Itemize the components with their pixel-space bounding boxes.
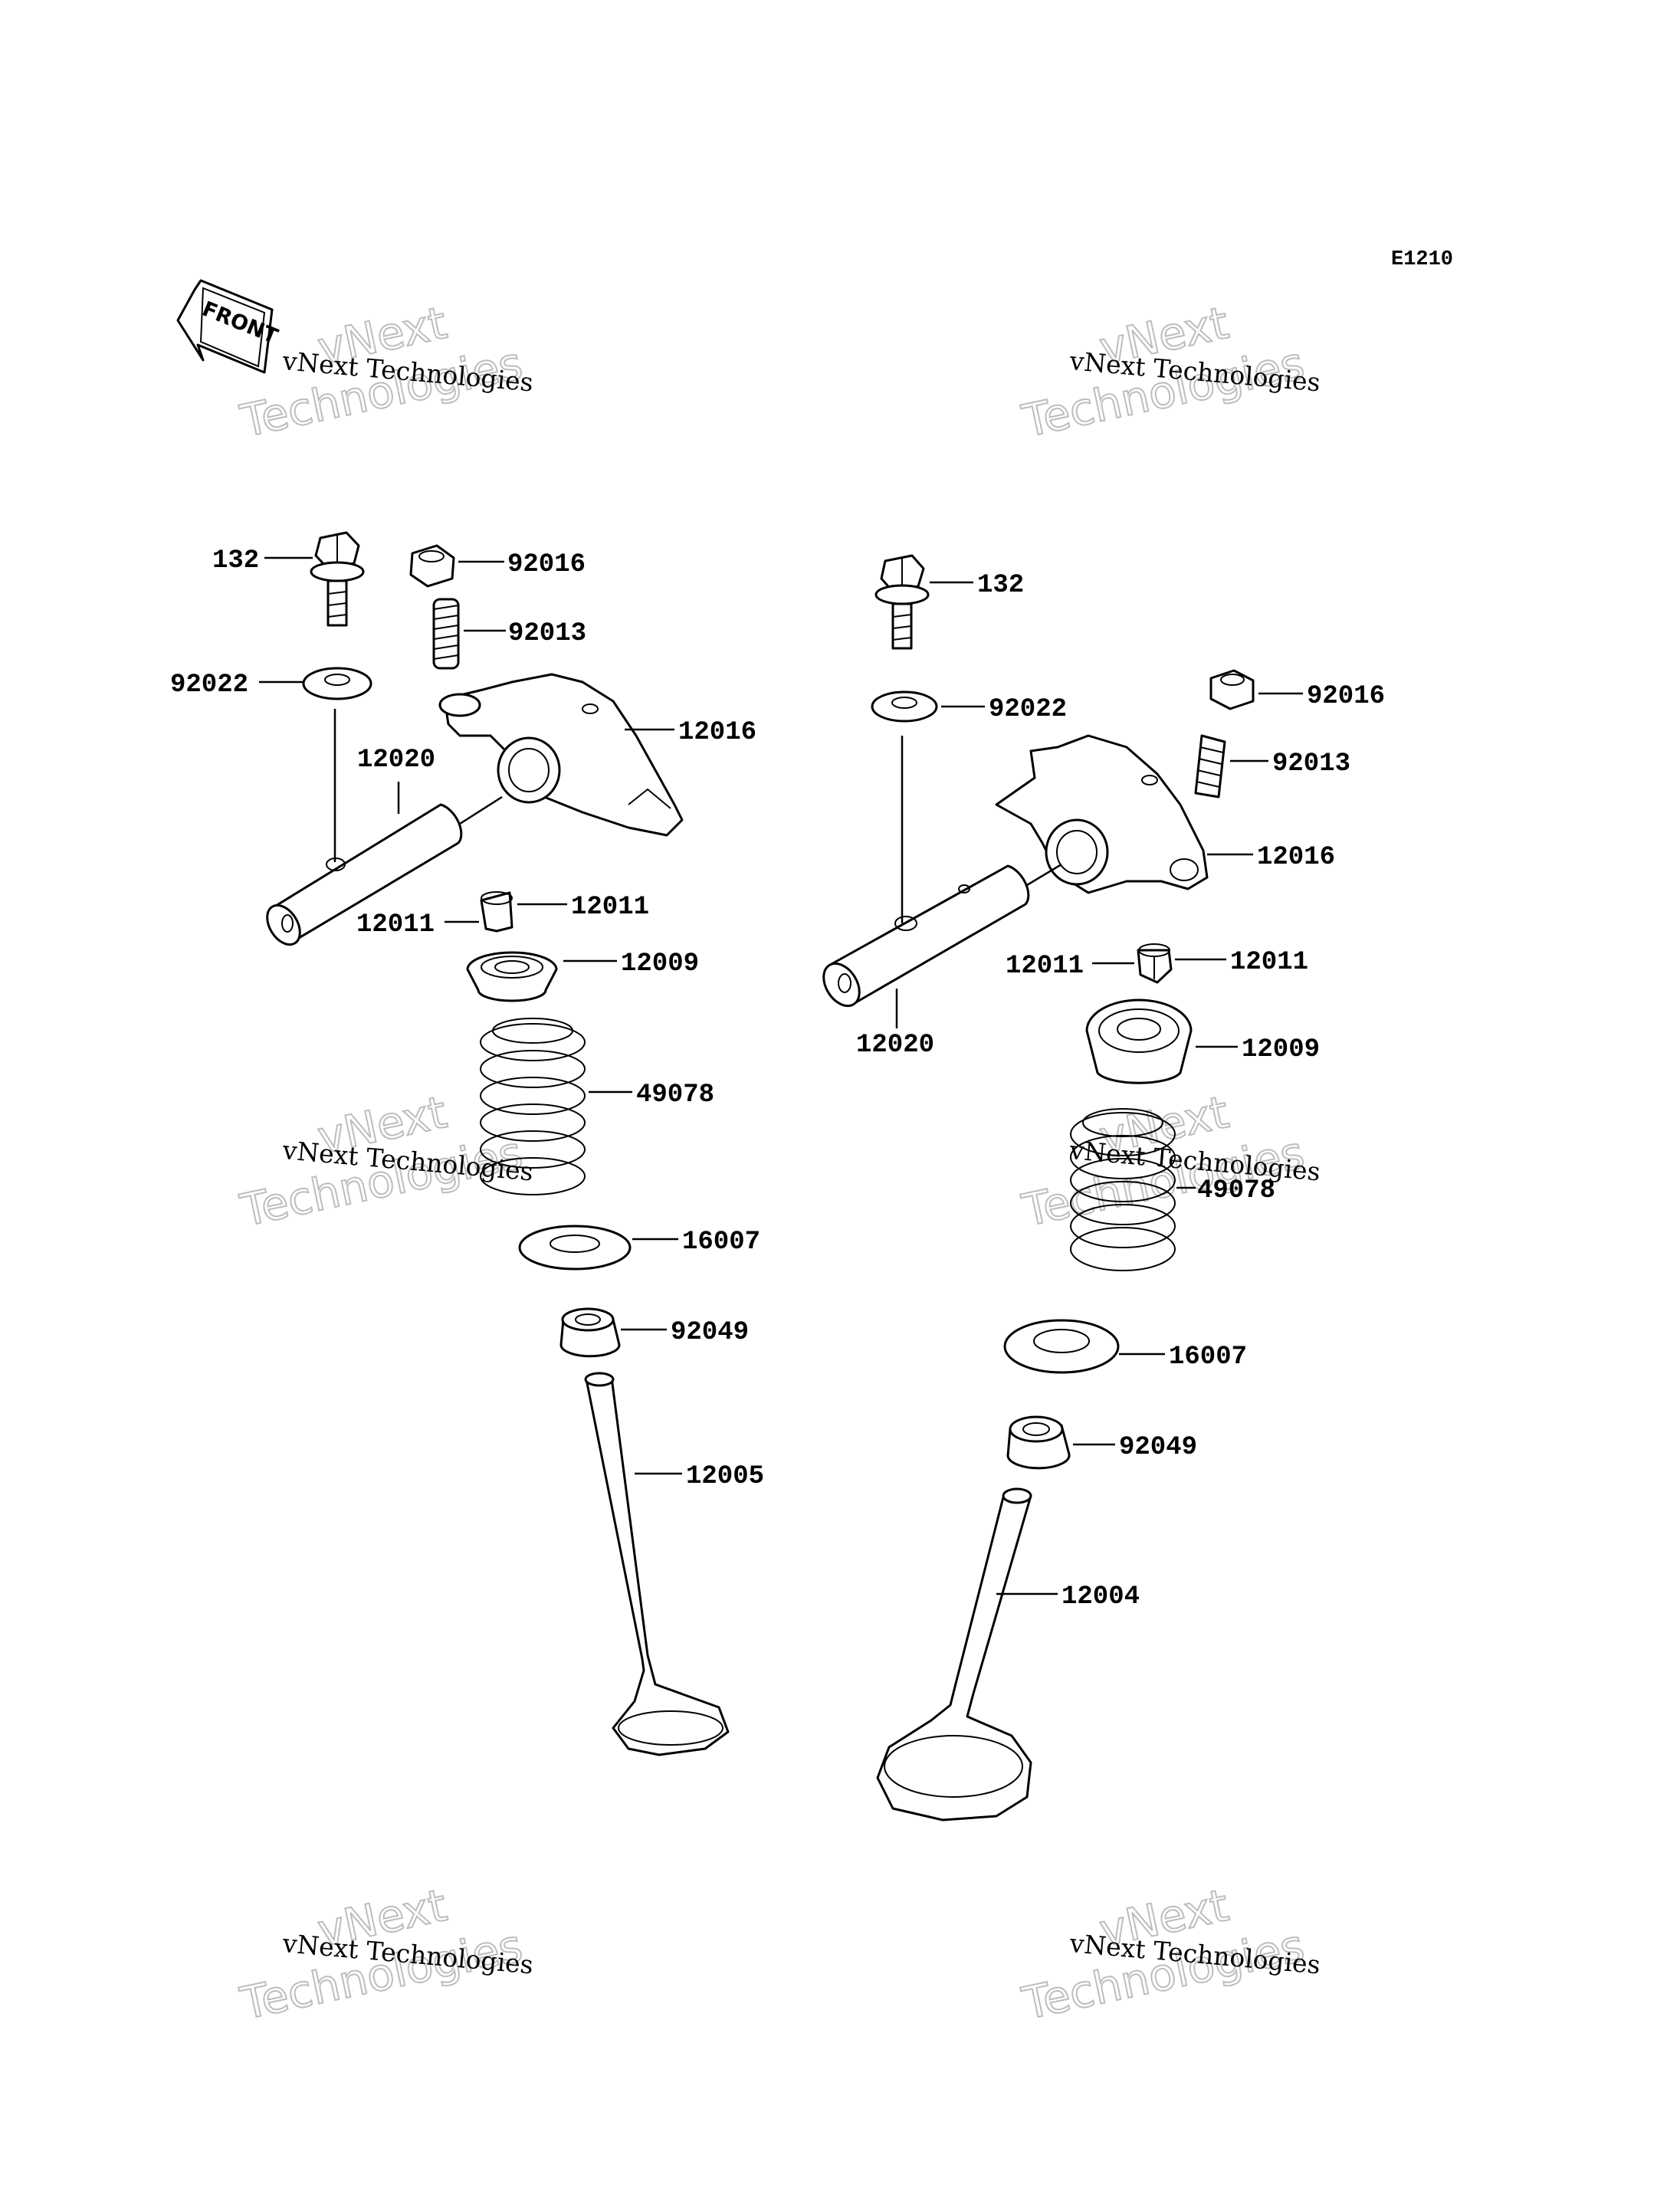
right-label-valve: 12004 xyxy=(1061,1582,1140,1612)
right-label-shaft: 12020 xyxy=(856,1031,934,1060)
left-valve-part xyxy=(584,1372,730,1756)
left-label-shaft: 12020 xyxy=(357,746,435,775)
right-label-cotter-left: 12011 xyxy=(1006,952,1084,981)
left-screw-part xyxy=(432,598,460,670)
right-valve-part xyxy=(876,1487,1032,1822)
right-label-screw: 92013 xyxy=(1272,749,1350,779)
watermark-mid-left: vNext Technologies vNext Technologies xyxy=(235,1085,534,1238)
right-retainer-part xyxy=(1085,998,1193,1084)
left-label-rocker-arm: 12016 xyxy=(678,718,756,747)
right-screw-part xyxy=(1194,734,1226,798)
right-oil-seal-part xyxy=(1006,1415,1071,1470)
right-label-cotter-right: 12011 xyxy=(1230,948,1308,977)
left-label-valve: 12005 xyxy=(686,1462,764,1491)
left-label-oil-seal: 92049 xyxy=(671,1318,749,1347)
left-label-retainer: 12009 xyxy=(621,949,699,979)
watermark-top-right: vNext Technologies vNext Technologies xyxy=(1017,296,1321,448)
front-arrow-icon: FRONT xyxy=(176,279,281,374)
left-label-spring-seat: 16007 xyxy=(682,1228,760,1257)
right-spring-part xyxy=(1070,1108,1176,1271)
right-washer-part xyxy=(871,690,938,723)
left-label-washer: 92022 xyxy=(170,671,248,700)
right-label-oil-seal: 92049 xyxy=(1119,1433,1197,1462)
right-label-retainer: 12009 xyxy=(1242,1035,1320,1064)
left-retainer-part xyxy=(466,951,558,1002)
watermark-bottom-right: vNext Technologies vNext Technologies xyxy=(1017,1878,1321,2031)
right-nut-part xyxy=(1209,669,1255,710)
right-label-nut: 92016 xyxy=(1307,682,1385,711)
watermark-top-left: vNext Technologies vNext Technologies xyxy=(235,296,534,448)
right-label-spring: 49078 xyxy=(1197,1176,1275,1205)
right-label-spring-seat: 16007 xyxy=(1169,1343,1247,1372)
left-oil-seal-part xyxy=(559,1307,621,1358)
left-label-cotter-right: 12011 xyxy=(571,893,649,922)
right-spring-seat-part xyxy=(1003,1319,1120,1374)
right-cotter-part xyxy=(1137,943,1173,984)
watermark-bottom-left: vNext Technologies vNext Technologies xyxy=(235,1878,534,2031)
left-label-nut: 92016 xyxy=(507,550,586,579)
right-bolt-part xyxy=(874,554,930,650)
diagram-code: E1210 xyxy=(1391,248,1453,271)
right-rocker-arm-part xyxy=(995,734,1209,894)
left-label-cotter-left: 12011 xyxy=(356,910,435,939)
left-label-bolt: 132 xyxy=(212,546,259,575)
left-spring-seat-part xyxy=(518,1225,632,1271)
right-label-rocker-arm: 12016 xyxy=(1257,843,1335,872)
left-bolt-part xyxy=(310,531,365,627)
left-rocker-arm-part xyxy=(438,673,684,837)
left-washer-part xyxy=(302,667,372,700)
right-shaft-part xyxy=(822,864,1030,1008)
leader-line xyxy=(1026,863,1062,887)
leader-line xyxy=(459,795,503,825)
left-spring-part xyxy=(480,1018,586,1195)
left-shaft-part xyxy=(266,803,463,946)
right-label-bolt: 132 xyxy=(977,571,1024,600)
left-label-screw: 92013 xyxy=(508,619,586,648)
right-label-washer: 92022 xyxy=(989,695,1067,724)
left-label-spring: 49078 xyxy=(636,1080,714,1110)
watermark-mid-right: vNext Technologies vNext Technologies xyxy=(1017,1085,1321,1238)
left-cotter-part xyxy=(480,891,514,933)
left-nut-part xyxy=(409,544,455,588)
